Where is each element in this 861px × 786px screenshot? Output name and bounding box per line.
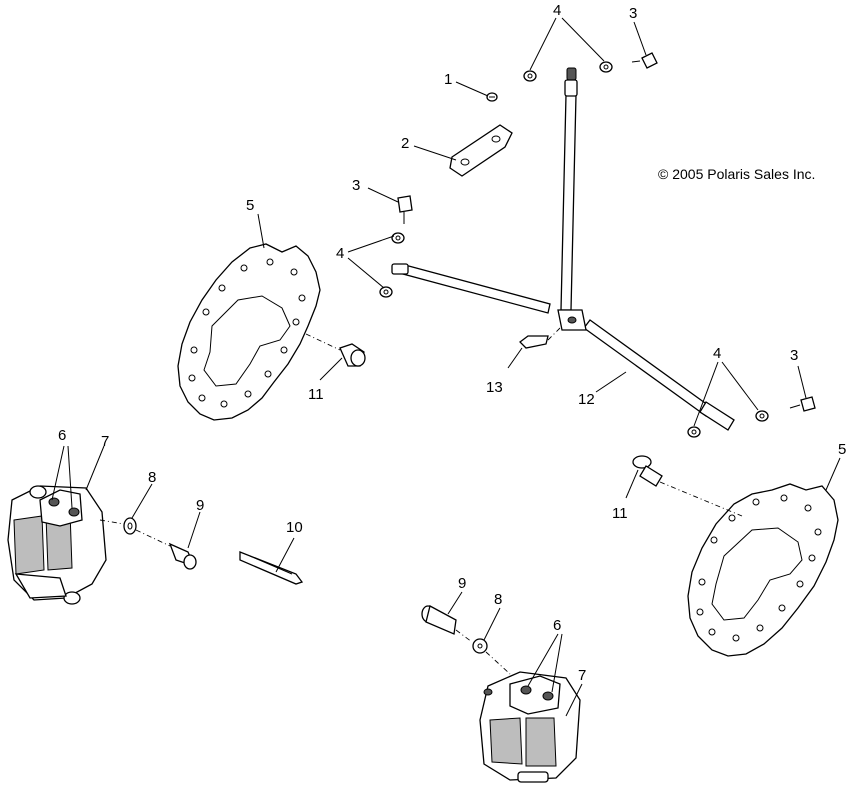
part-5-brake-disc-right — [687, 483, 839, 657]
part-2-bracket — [449, 124, 513, 177]
callout-3: 3 — [352, 177, 360, 194]
part-6-pins-left — [48, 497, 80, 517]
callout-5: 5 — [246, 197, 254, 214]
callout-8: 8 — [148, 469, 156, 486]
callout-2: 2 — [401, 135, 409, 152]
callout-7: 7 — [101, 433, 109, 450]
callout-5: 5 — [838, 441, 846, 458]
part-1-screw — [486, 92, 498, 102]
part-7-caliper-right — [479, 671, 581, 783]
part-6-pins-right — [483, 685, 554, 701]
part-8-washer-left — [123, 517, 137, 535]
brake-line-upper — [560, 67, 578, 311]
callout-4: 4 — [336, 245, 344, 262]
callout-4: 4 — [553, 2, 561, 19]
callout-13: 13 — [486, 379, 503, 396]
part-11-disc-bolt-right — [632, 455, 743, 517]
callout-11: 11 — [612, 505, 628, 522]
part-9-bolt-right — [421, 605, 473, 643]
brake-line-left — [391, 263, 551, 314]
part-11-disc-bolt-left — [305, 333, 366, 367]
leader-lines — [51, 17, 841, 717]
brake-line-tee — [557, 309, 587, 331]
callout-6: 6 — [58, 427, 66, 444]
part-13-bolt — [519, 327, 561, 349]
part-3-banjo-bolt-top — [631, 52, 658, 69]
part-8-washer-right — [472, 638, 511, 675]
part-12-brake-line-right — [583, 319, 735, 431]
callout-4: 4 — [713, 345, 721, 362]
callout-labels: 4 3 1 2 3 5 4 11 13 12 4 3 5 11 6 7 8 9 … — [58, 2, 846, 684]
callout-3: 3 — [629, 5, 637, 22]
part-10-cable-tie — [239, 551, 304, 585]
callout-3: 3 — [790, 347, 798, 364]
callout-8: 8 — [494, 591, 502, 608]
callout-9: 9 — [458, 575, 466, 592]
callout-1: 1 — [444, 71, 452, 88]
callout-9: 9 — [196, 497, 204, 514]
callout-10: 10 — [286, 519, 303, 536]
callout-12: 12 — [578, 391, 595, 408]
copyright-notice: © 2005 Polaris Sales Inc. — [658, 166, 815, 182]
part-3-banjo-bolt-right — [789, 396, 816, 412]
callout-7: 7 — [578, 667, 586, 684]
callout-11: 11 — [308, 386, 324, 403]
part-5-brake-disc-left — [177, 243, 321, 421]
callout-6: 6 — [553, 617, 561, 634]
part-9-bolt-left — [99, 519, 197, 570]
part-3-banjo-bolt-left — [397, 195, 413, 224]
part-4-washers — [379, 61, 769, 438]
